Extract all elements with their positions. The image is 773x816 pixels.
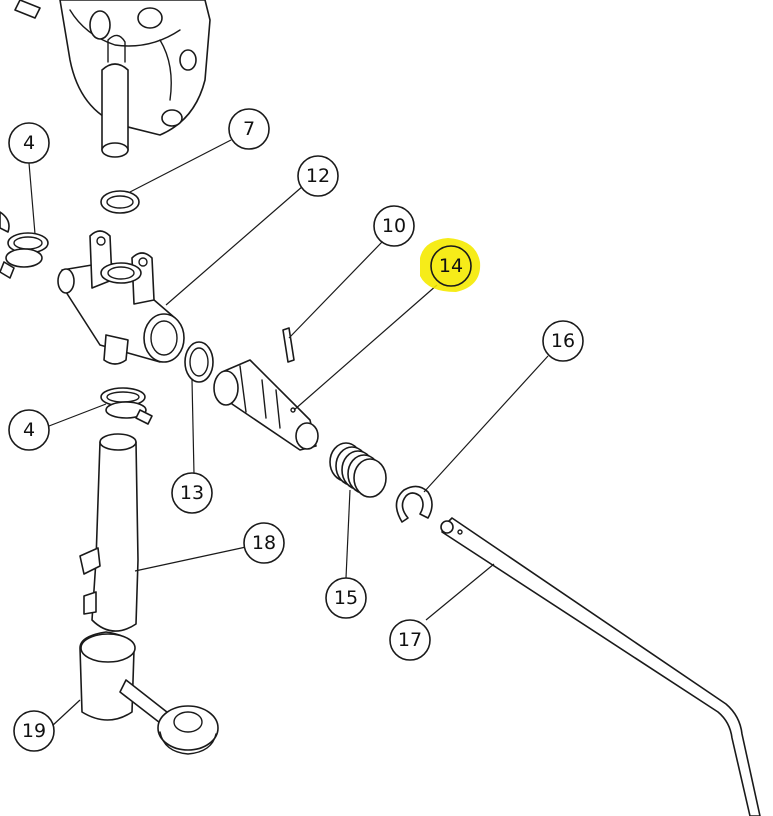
- pin-10: [282, 327, 295, 363]
- hose-clamp-4-lower: [100, 387, 153, 425]
- o-ring-13: [184, 341, 214, 383]
- rod-17: [440, 517, 761, 816]
- callout-label-15: 15: [334, 587, 358, 609]
- callout-label-12: 12: [306, 165, 330, 187]
- callout-label-16: 16: [551, 330, 575, 352]
- callout-15: 15: [325, 577, 367, 619]
- callout-7: 7: [228, 108, 270, 150]
- callout-label-10: 10: [382, 215, 406, 237]
- callout-12: 12: [297, 155, 339, 197]
- o-ring-7: [100, 190, 140, 214]
- valve-plunger-14: [213, 359, 319, 451]
- callout-13: 13: [171, 472, 213, 514]
- callout-label-7: 7: [243, 118, 255, 140]
- drain-valve-19: [79, 631, 219, 755]
- callout-label-18: 18: [252, 532, 276, 554]
- callout-14: 14: [420, 238, 481, 292]
- callout-4-upper: 4: [8, 122, 50, 164]
- spring-15: [329, 442, 387, 498]
- leader-lines: [28, 139, 549, 727]
- callout-16: 16: [542, 320, 584, 362]
- pump-housing: [14, 0, 211, 158]
- callout-label-4-lower: 4: [23, 419, 35, 441]
- callout-label-17: 17: [398, 629, 422, 651]
- callout-10: 10: [373, 205, 415, 247]
- callout-label-14: 14: [439, 255, 463, 277]
- hose-18: [79, 433, 139, 632]
- callout-label-4-upper: 4: [23, 132, 35, 154]
- callout-label-19: 19: [22, 720, 46, 742]
- callout-17: 17: [389, 619, 431, 661]
- tee-fitting-12: [57, 230, 185, 365]
- callout-label-13: 13: [180, 482, 204, 504]
- snap-ring-16: [395, 485, 433, 523]
- hose-clamp-4-upper: [0, 211, 49, 279]
- callout-19: 19: [13, 710, 55, 752]
- callout-4-lower: 4: [8, 409, 50, 451]
- callout-18: 18: [243, 522, 285, 564]
